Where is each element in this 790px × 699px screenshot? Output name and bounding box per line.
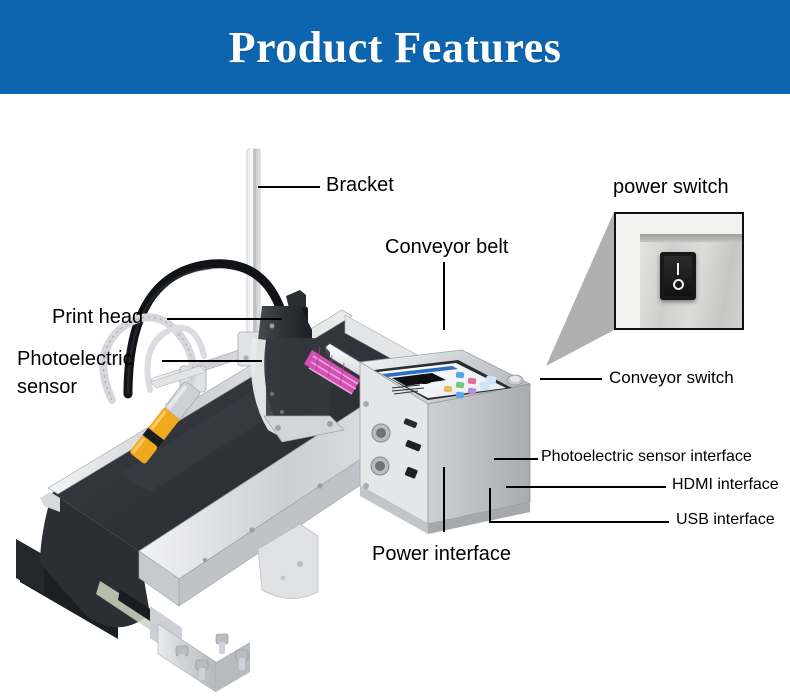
machine-illustration (0, 94, 600, 699)
power-switch-bezel (660, 252, 696, 300)
callout-photoelectric-sensor: Photoelectric (17, 348, 133, 370)
leader-photoelectric-sensor (162, 360, 262, 362)
leader-print-head (167, 318, 282, 320)
power-switch-off-glyph (672, 278, 684, 290)
leader-usb-interface-v (489, 488, 491, 523)
leader-conveyor-switch (540, 378, 602, 380)
callout-photoelectric-sensor-line2: sensor (17, 376, 78, 398)
leader-photoelectric-sensor-interface (494, 458, 538, 460)
callout-conveyor-belt: Conveyor belt (385, 236, 509, 258)
page-title: Product Features (228, 22, 562, 72)
leader-bracket (258, 186, 320, 188)
power-switch-on-glyph (677, 262, 679, 275)
page-banner: Product Features (0, 0, 790, 94)
leader-hdmi-interface (506, 486, 666, 488)
cabinet-top-edge (640, 234, 742, 243)
callout-usb-interface: USB interface (676, 511, 775, 528)
inset-title: power switch (613, 176, 729, 198)
callout-hdmi-interface: HDMI interface (672, 476, 779, 493)
callout-print-head: Print head (52, 306, 144, 328)
power-switch-inset (614, 212, 744, 330)
callout-conveyor-switch: Conveyor switch (609, 368, 734, 387)
callout-bracket: Bracket (326, 174, 394, 196)
callout-photoelectric-sensor-interface: Photoelectric sensor interface (541, 448, 752, 465)
callout-power-interface: Power interface (372, 543, 511, 565)
leader-power-interface-v (443, 467, 445, 532)
leader-conveyor-belt (443, 262, 445, 330)
power-switch-rocker[interactable] (664, 256, 692, 296)
leader-usb-interface-h (489, 521, 669, 523)
